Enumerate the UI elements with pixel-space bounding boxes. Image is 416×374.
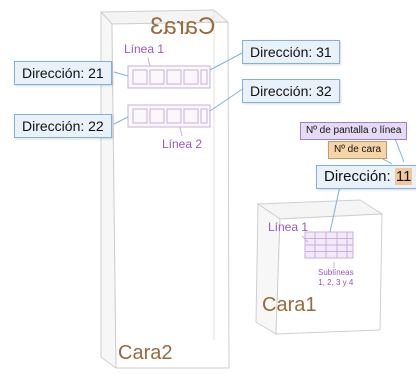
face3-label: Cara3 [150, 13, 216, 40]
line2-end [200, 108, 208, 124]
small-box [255, 199, 384, 335]
totem-leader-lines [113, 51, 245, 137]
callout-address-31: Dirección: 31 [242, 40, 340, 64]
callout-address-22: Dirección: 22 [14, 114, 112, 138]
line1-panel [127, 65, 211, 89]
leader-dir-31 [209, 51, 245, 71]
box-display [304, 231, 354, 259]
box-leader-lines [301, 235, 335, 268]
callout-address-32: Dirección: 32 [242, 79, 340, 103]
leader-dir-21 [113, 71, 129, 77]
callout-address-21: Dirección: 21 [14, 61, 112, 85]
leader-dir-32 [209, 87, 245, 112]
line2-digit [183, 108, 199, 124]
address-number: 11 [394, 168, 413, 185]
line2-digit [132, 108, 148, 124]
face3-label-text: Cara3 [150, 13, 216, 40]
leader-screen-or-line [393, 135, 405, 163]
box-side-face [275, 213, 383, 335]
display-line-1 [127, 65, 211, 89]
tall-totem [99, 9, 245, 369]
line1-digit [183, 69, 199, 85]
box-line1-label: Línea 1 [268, 220, 309, 234]
display-line-2 [127, 104, 211, 128]
callout-address-legend: Dirección: 11 [316, 165, 416, 189]
address-prefix: Dirección: [324, 168, 391, 185]
sublines-label-line1: Sublíneas [318, 268, 354, 277]
tag-face-number: Nº de cara [328, 141, 388, 159]
leader-line1-label [147, 57, 151, 67]
line2-digit [166, 108, 182, 124]
line2-digit [149, 108, 165, 124]
tag-screen-or-line: Nº de pantalla o línea [300, 122, 408, 140]
leader-dir-22 [113, 116, 129, 125]
leader-line2-label [179, 126, 183, 137]
line2-panel [127, 104, 211, 128]
leader-box-line1 [301, 235, 309, 243]
line1-digit [149, 69, 165, 85]
line2-label: Línea 2 [162, 137, 203, 151]
line1-end [200, 69, 208, 85]
sublines-label: Sublíneas 1, 2, 3 y 4 [318, 268, 354, 288]
leader-address-box [329, 185, 341, 233]
line1-digit [132, 69, 148, 85]
face2-label: Cara2 [118, 342, 173, 364]
line1-label: Línea 1 [124, 42, 165, 56]
face1-label: Cara1 [262, 294, 317, 316]
sublines-label-line2: 1, 2, 3 y 4 [318, 278, 354, 287]
line1-digit [166, 69, 182, 85]
